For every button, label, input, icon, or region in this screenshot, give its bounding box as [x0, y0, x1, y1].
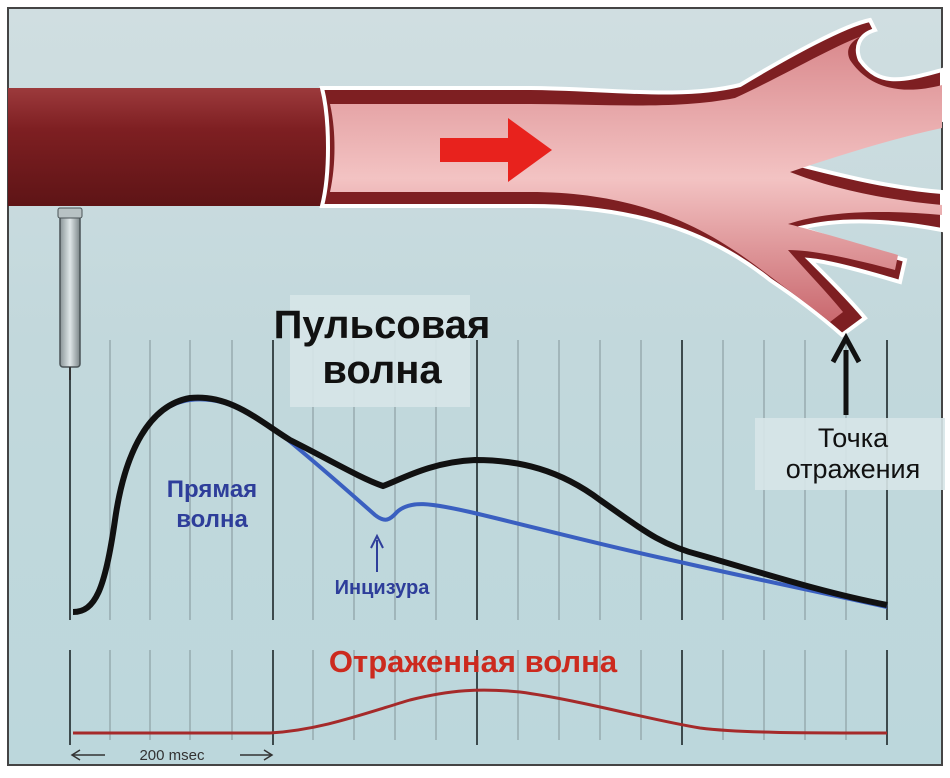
- title-line2: волна: [322, 348, 442, 392]
- direct-wave-label-line2: волна: [176, 506, 248, 533]
- direct-wave-label-line1: Прямая: [167, 476, 257, 503]
- reflection-point-label-line1: Точка: [818, 423, 889, 453]
- incisura-label: Инцизура: [335, 577, 431, 599]
- reflected-wave-label: Отраженная волна: [329, 644, 618, 679]
- time-scale-label: 200 msec: [139, 747, 205, 764]
- reflection-point-label-line2: отражения: [786, 454, 921, 484]
- pressure-probe-icon: [58, 208, 82, 380]
- title-line1: Пульсовая: [274, 303, 491, 347]
